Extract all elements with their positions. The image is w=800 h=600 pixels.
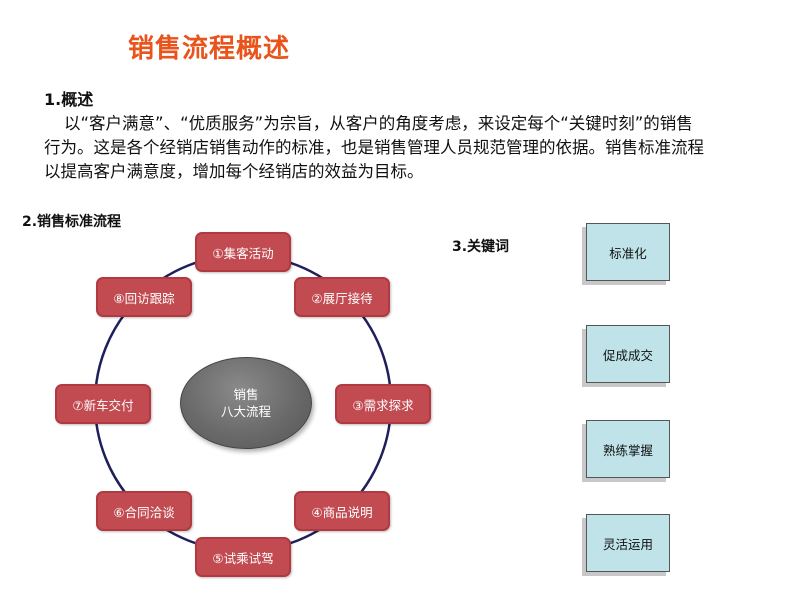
overview-heading: 1.概述 bbox=[44, 90, 94, 109]
keyword-box-4: 灵活运用 bbox=[586, 514, 670, 572]
keywords-heading: 3.关键词 bbox=[452, 239, 510, 255]
step-4: ④商品说明 bbox=[294, 491, 390, 531]
step-3: ③需求探求 bbox=[335, 384, 431, 424]
center-hub-line1: 销售 bbox=[233, 387, 259, 402]
step-6: ⑥合同洽谈 bbox=[96, 491, 192, 531]
sales-process-heading: 2.销售标准流程 bbox=[22, 214, 122, 230]
step-8: ⑧回访跟踪 bbox=[96, 277, 192, 317]
step-2: ②展厅接待 bbox=[294, 277, 390, 317]
page-title: 销售流程概述 bbox=[128, 34, 291, 64]
keyword-box-1: 标准化 bbox=[586, 223, 670, 281]
step-1: ①集客活动 bbox=[195, 232, 291, 272]
step-7: ⑦新车交付 bbox=[55, 384, 151, 424]
overview-paragraph: 以“客户满意”、“优质服务”为宗旨，从客户的角度考虑，来设定每个“关键时刻”的销… bbox=[44, 114, 704, 181]
keyword-box-2: 促成成交 bbox=[586, 325, 670, 383]
center-hub-line2: 八大流程 bbox=[220, 404, 271, 419]
step-5: ⑤试乘试驾 bbox=[195, 537, 291, 577]
center-hub: 销售 八大流程 bbox=[180, 357, 312, 449]
keyword-box-3: 熟练掌握 bbox=[586, 420, 670, 478]
overview-section: 1.概述 以“客户满意”、“优质服务”为宗旨，从客户的角度考虑，来设定每个“关键… bbox=[44, 88, 709, 184]
